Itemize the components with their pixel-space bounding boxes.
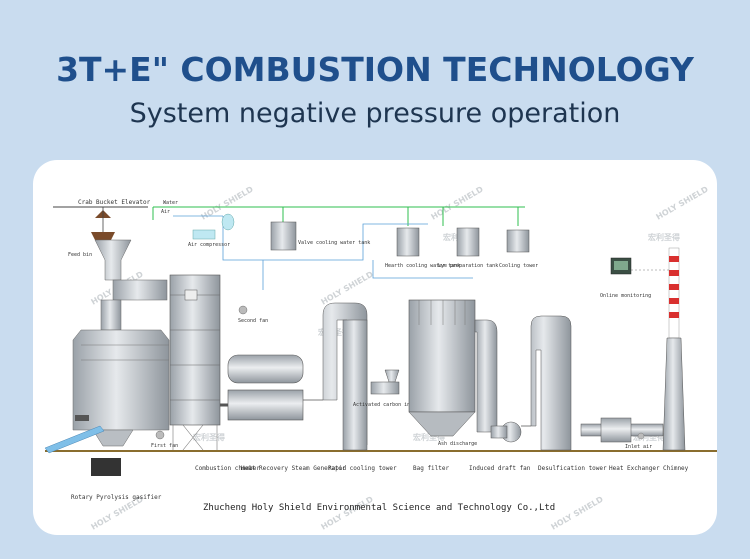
label-induced-draft-fan: Induced draft fan [469,465,531,472]
rotary-pyrolysis-gasifier: Feed bin Rotary Pyrolysis gasifier [44,239,170,501]
label-activated-carbon-injector: Activated carbon injector [353,402,428,408]
diagram-card: HOLY SHIELD HOLY SHIELD HOLY SHIELD 宏利圣得… [33,160,717,535]
label-inlet-air: Inlet air [625,444,652,450]
page-title: 3T+E" COMBUSTION TECHNOLOGY [56,50,694,89]
activated-carbon-injector: Activated carbon injector [353,369,428,408]
watermark: HOLY SHIELD [320,494,376,531]
label-first-fan: First fan [151,443,178,449]
watermark: 宏利圣得 [648,232,680,242]
water-pipeline [152,206,525,226]
company-footer: Zhucheng Holy Shield Environmental Scien… [203,503,555,513]
label-valve-cooling-water-tank: Valve cooling water tank [298,240,370,246]
watermark: 宏利圣得 [413,432,445,442]
label-online-monitoring: Online monitoring [600,293,651,299]
valve-cooling-water-tank: Valve cooling water tank [270,221,370,251]
rapid-cooling-tower: Rapid cooling tower [303,302,397,472]
label-feed-bin: Feed bin [68,252,92,258]
watermark: HOLY SHIELD [550,494,606,531]
label-water: Water [163,200,178,206]
induced-draft-fan: Induced draft fan [469,319,531,472]
process-diagram: HOLY SHIELD HOLY SHIELD HOLY SHIELD 宏利圣得… [44,184,717,532]
label-rapid-cooling-tower: Rapid cooling tower [328,465,397,472]
label-heat-exchanger: Heat Exchanger [609,465,660,472]
air-compressor: Air compressor [188,213,235,248]
label-rotary-pyrolysis: Rotary Pyrolysis gasifier [71,494,162,501]
label-chimney: Chimney [663,465,689,472]
watermark: 宏利圣得 [633,432,665,442]
air-pipeline [173,215,473,290]
watermark: HOLY SHIELD [430,184,486,221]
label-ash-discharge: Ash discharge [438,441,477,447]
label-crab-bucket-elevator: Crab Bucket Elevator [78,199,151,206]
heat-exchanger: Inlet air Heat Exchanger [580,417,664,472]
page-subtitle: System negative pressure operation [129,98,621,129]
fans: Second fan First fan [151,305,268,449]
label-bag-filter: Bag filter [413,465,450,472]
label-hearth-cooling: Hearth cooling water tank [385,263,460,269]
label-combustion-chamber: Combustion chamber [195,465,260,472]
label-air: Air [161,209,170,215]
combustion-chamber: Combustion chamber [169,274,260,472]
label-air-compressor: Air compressor [188,242,230,248]
bag-filter: Ash discharge Bag filter [408,299,477,472]
label-second-fan: Second fan [238,318,268,324]
online-monitoring: Online monitoring [600,257,669,299]
top-tanks: Hearth cooling water tank Lye preparatio… [385,227,538,269]
crab-bucket-elevator: Crab Bucket Elevator [53,199,151,240]
label-lye-preparation-tank: Lye preparation tank [438,263,498,269]
desulfication-tower: Desulfication tower [521,315,607,472]
label-desulfication-tower: Desulfication tower [538,465,607,472]
label-cooling-tower: Cooling tower [499,263,538,269]
watermark: HOLY SHIELD [655,184,711,221]
heat-recovery-steam-generator: Heat Recovery Steam Generator [220,354,346,472]
label-heat-recovery: Heat Recovery Steam Generator [241,465,346,472]
chimney: Chimney [662,247,689,472]
watermark: 宏利圣得 [193,432,225,442]
watermark: HOLY SHIELD [320,269,376,306]
